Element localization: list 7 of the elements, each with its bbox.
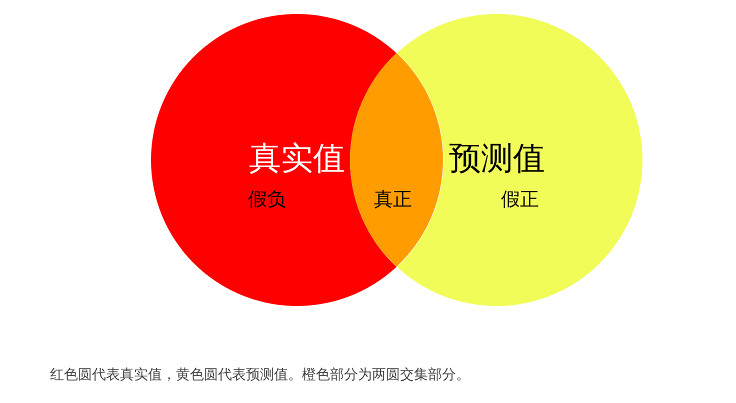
set-title: 真实值 (249, 142, 345, 174)
region-label: 假正 (501, 190, 539, 210)
region-label: 真正 (374, 190, 412, 210)
caption: 红色圆代表真实值，黄色圆代表预测值。橙色部分为两圆交集部分。 (50, 367, 470, 384)
intersection-region (350, 53, 443, 267)
region-label: 假负 (248, 190, 286, 210)
set-title: 预测值 (449, 142, 545, 174)
